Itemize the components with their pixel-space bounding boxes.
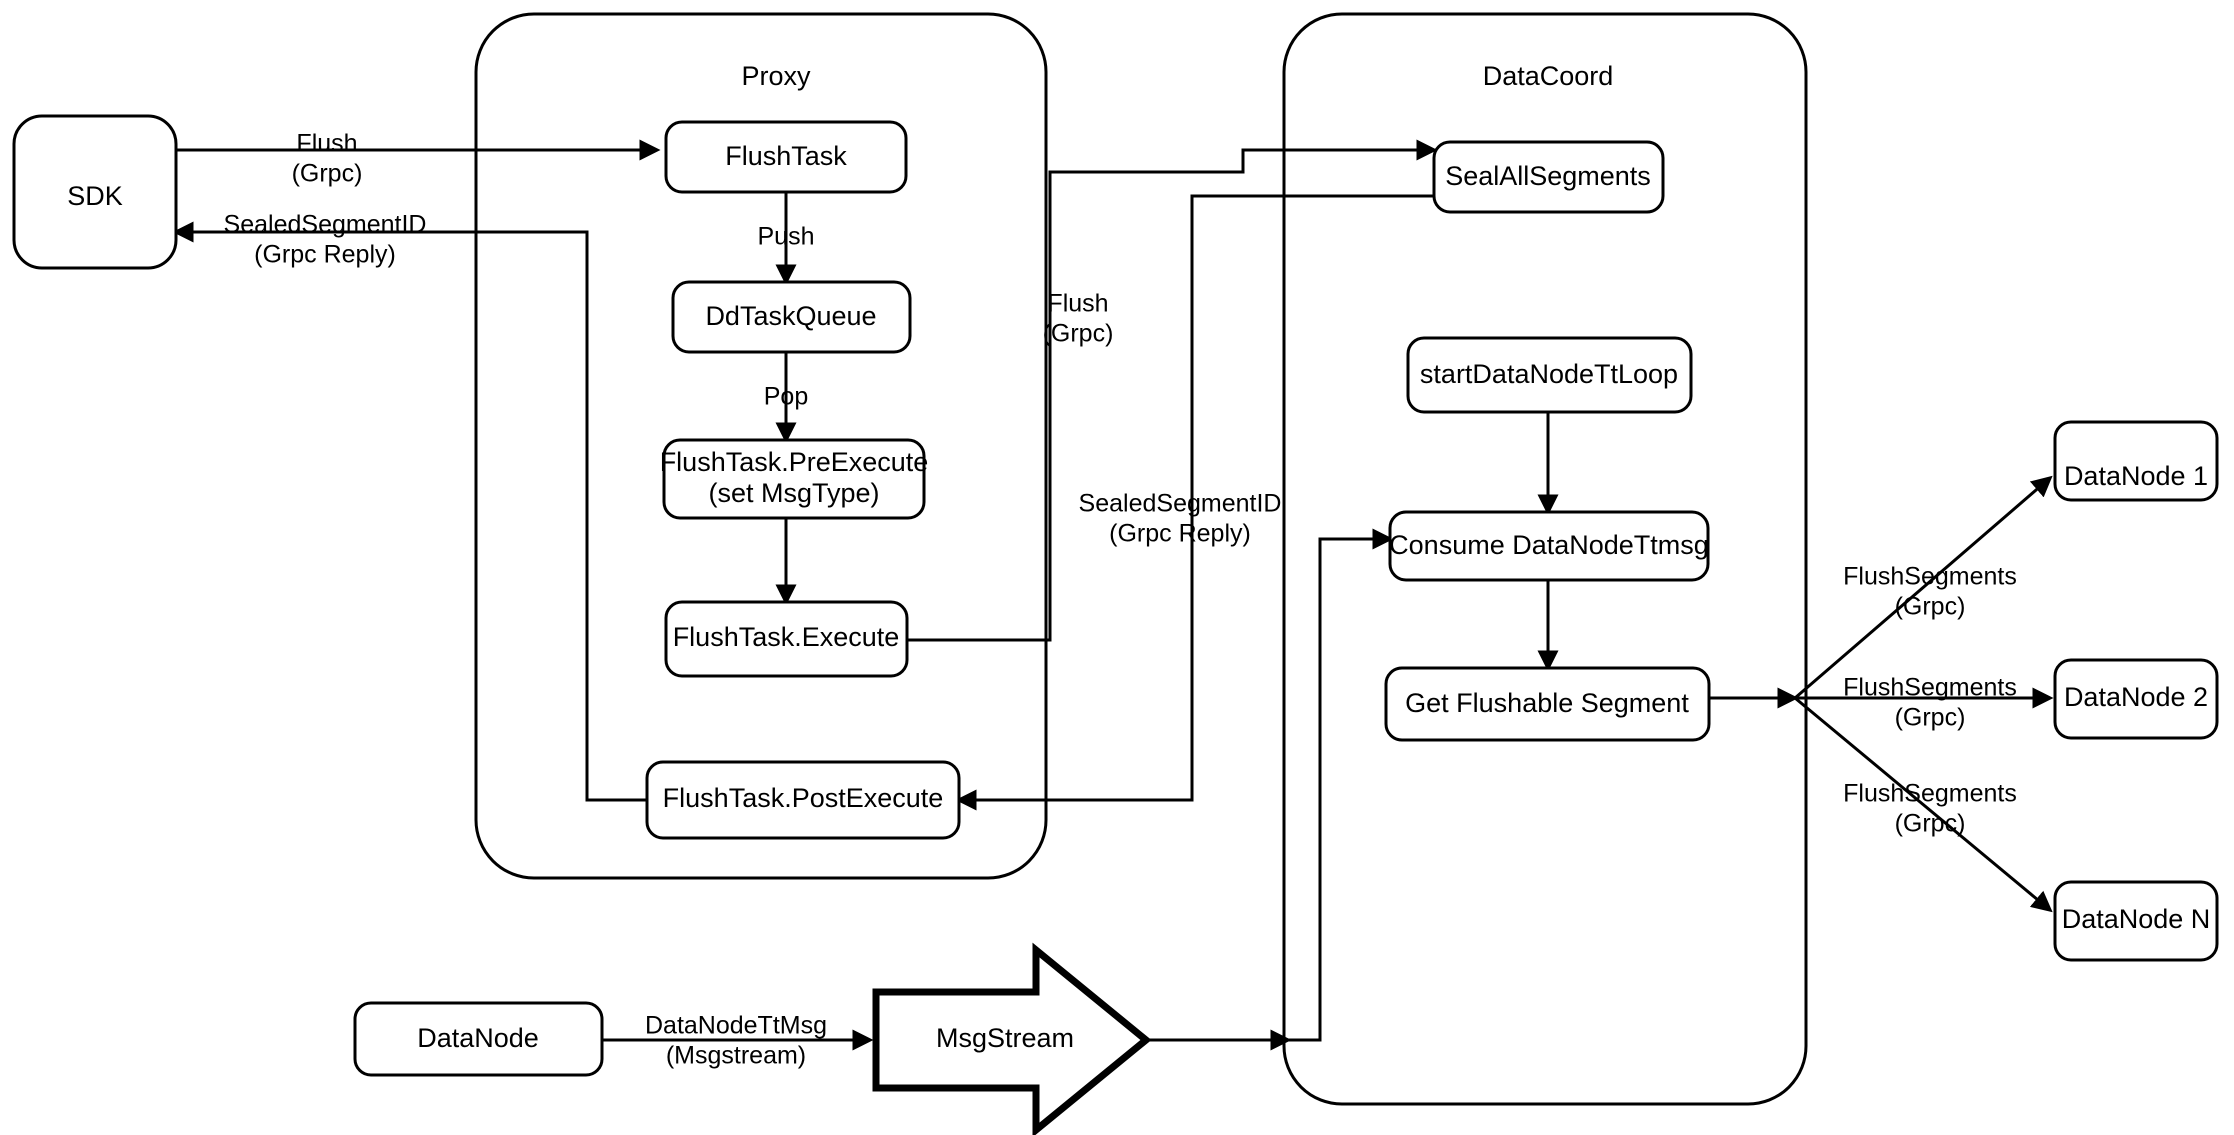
edge-to-datanode1-label-line2: (Grpc): [1895, 593, 1966, 621]
node-get-flushable-segment-box[interactable]: [1384, 666, 1711, 742]
datacoord-group-label: DataCoord: [1483, 61, 1614, 91]
node-preexecute-label-line1: FlushTask.PreExecute: [660, 447, 929, 477]
node-datanode-1-label: DataNode 1: [2064, 461, 2208, 491]
edge-datanode-to-msgstream-label-line2: (Msgstream): [666, 1042, 806, 1070]
node-consume-datanodettmsg-box[interactable]: [1388, 510, 1710, 582]
node-ddtaskqueue-box[interactable]: [671, 280, 912, 354]
node-sdk-label: SDK: [67, 181, 123, 211]
edge-sealallsegments-to-postexecute: [955, 194, 1434, 811]
node-postexecute-label: FlushTask.PostExecute: [663, 783, 944, 813]
proxy-group-box: [474, 12, 1048, 880]
node-datanode-n-label: DataNode N: [2062, 904, 2211, 934]
node-flushtask-label: FlushTask: [725, 141, 847, 171]
edge-proxy-to-sdk-label-line1: SealedSegmentID: [224, 211, 427, 239]
node-flushtask-box[interactable]: [664, 120, 908, 194]
node-startdatanodettloop-box[interactable]: [1406, 336, 1693, 414]
node-datanode-1-box[interactable]: [2053, 420, 2219, 502]
edge-pop-label: Pop: [764, 383, 808, 411]
edge-to-datanode2-label-line2: (Grpc): [1895, 704, 1966, 732]
edge-execute-to-sealallsegments: [907, 139, 1438, 642]
edge-datacoord-to-proxy-label-line1: SealedSegmentID: [1079, 490, 1282, 518]
node-ddtaskqueue-label: DdTaskQueue: [705, 301, 876, 331]
node-consume-datanodettmsg-label: Consume DataNodeTtmsg: [1389, 530, 1709, 560]
node-startdatanodettloop-label: startDataNodeTtLoop: [1420, 359, 1678, 389]
datacoord-group-box: [1282, 12, 1808, 1106]
edge-to-datanode2-label-line1: FlushSegments: [1843, 674, 2017, 702]
node-sealallsegments-box[interactable]: [1432, 140, 1665, 214]
edge-postexecute-to-sdk: [172, 221, 647, 802]
edge-to-datanode1-label-line1: FlushSegments: [1843, 563, 2017, 591]
edge-proxy-to-datacoord-label-line1: Flush: [1047, 290, 1108, 318]
node-execute-label: FlushTask.Execute: [673, 622, 900, 652]
node-get-flushable-segment-label: Get Flushable Segment: [1405, 688, 1689, 718]
edge-junction-to-datanode1: [1794, 475, 2053, 700]
edge-push-label: Push: [758, 223, 815, 251]
edge-sdk-to-proxy-label-line2: (Grpc): [292, 160, 363, 188]
node-preexecute-box[interactable]: [662, 438, 926, 520]
edge-to-datanoden-label-line1: FlushSegments: [1843, 780, 2017, 808]
edge-proxy-to-sdk-label-line2: (Grpc Reply): [254, 241, 396, 269]
node-sdk-box[interactable]: [12, 114, 178, 270]
edge-proxy-to-datacoord-label-line2: (Grpc): [1043, 320, 1114, 348]
node-datanode-source-box[interactable]: [353, 1001, 604, 1077]
edge-to-datanoden-label-line2: (Grpc): [1895, 810, 1966, 838]
node-msgstream-arrow-shape[interactable]: [872, 942, 1152, 1135]
node-postexecute-box[interactable]: [645, 760, 961, 840]
edge-datacoord-intake-to-consume: [1288, 528, 1394, 1042]
edge-datacoord-to-proxy-label-line2: (Grpc Reply): [1109, 520, 1251, 548]
node-datanode-source-label: DataNode: [417, 1023, 539, 1053]
node-datanode-n-box[interactable]: [2053, 880, 2219, 962]
node-datanode-2-box[interactable]: [2053, 658, 2219, 740]
edge-junction-to-datanoden: [1794, 696, 2053, 913]
node-msgstream-label: MsgStream: [936, 1023, 1074, 1053]
node-sealallsegments-label: SealAllSegments: [1445, 161, 1651, 191]
node-datanode-2-label: DataNode 2: [2064, 682, 2208, 712]
node-preexecute-label-line2: (set MsgType): [708, 478, 879, 508]
edge-sdk-to-proxy-label-line1: Flush: [296, 130, 357, 158]
proxy-group-label: Proxy: [741, 61, 811, 91]
node-execute-box[interactable]: [664, 600, 909, 678]
edge-datanode-to-msgstream-label-line1: DataNodeTtMsg: [645, 1012, 827, 1040]
